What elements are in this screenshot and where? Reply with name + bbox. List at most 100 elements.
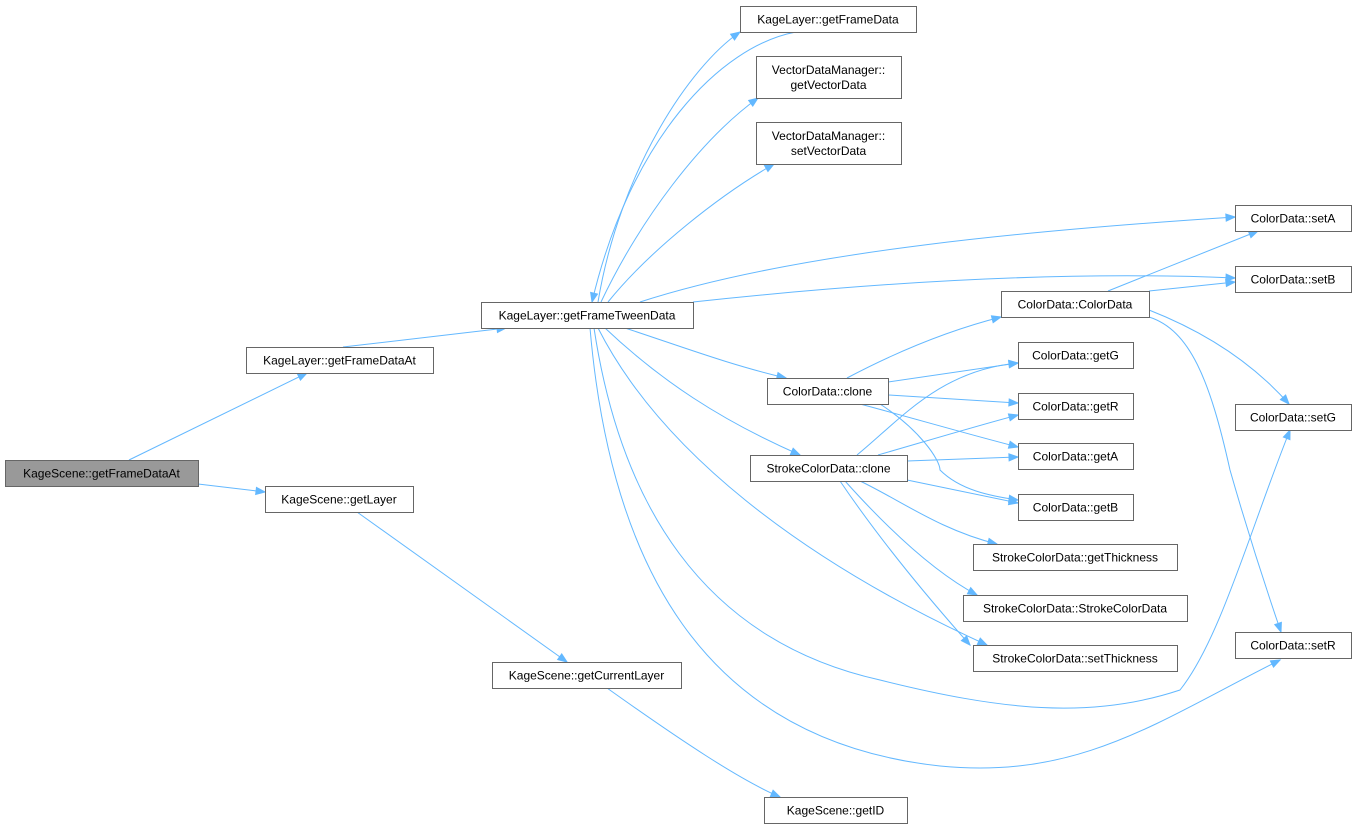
edge-arrowhead: [747, 97, 760, 107]
edge-kage-scene-get-frame-data-at-to-kage-layer-get-frame-data-at: [128, 372, 309, 461]
edge-arrowhead: [1282, 428, 1291, 441]
node-label: VectorDataManager::: [772, 129, 885, 143]
edge-layer: [128, 31, 1291, 798]
edge-arrowhead: [960, 635, 971, 647]
edge-arrowhead: [966, 586, 979, 596]
edge-color-data-color-data-to-color-data-set-r: [1148, 316, 1282, 634]
node-label: KageScene::getCurrentLayer: [509, 669, 664, 683]
edge-arrowhead: [976, 637, 989, 646]
edge-kage-layer-get-frame-tween-data-to-color-data-clone: [624, 327, 788, 380]
edge-stroke-color-data-clone-to-color-data-get-a: [906, 453, 1020, 462]
edge-color-data-clone-to-color-data-get-g: [887, 360, 1020, 383]
edge-line: [839, 480, 971, 646]
edge-stroke-color-data-clone-to-color-data-get-b: [906, 479, 1020, 506]
node-label: VectorDataManager::: [772, 63, 885, 77]
node-box: [1018, 393, 1134, 420]
node-label: ColorData::setR: [1250, 639, 1336, 653]
node-kage-layer-get-frame-data[interactable]: KageLayer::getFrameData: [740, 6, 917, 33]
node-kage-scene-get-layer[interactable]: KageScene::getLayer: [265, 486, 414, 513]
node-color-data-color-data[interactable]: ColorData::ColorData: [1001, 291, 1150, 318]
edge-line: [859, 403, 1019, 448]
node-color-data-set-g[interactable]: ColorData::setG: [1235, 404, 1352, 431]
node-color-data-set-b[interactable]: ColorData::setB: [1235, 266, 1352, 293]
edge-arrowhead: [1273, 621, 1282, 634]
edge-arrowhead: [1007, 496, 1020, 506]
edge-arrowhead: [789, 447, 802, 456]
node-box: [740, 6, 917, 33]
node-vector-data-manager-get-vector-data[interactable]: VectorDataManager::getVectorData: [756, 56, 902, 99]
edge-arrowhead: [590, 291, 599, 304]
node-kage-layer-get-frame-tween-data[interactable]: KageLayer::getFrameTweenData: [481, 302, 694, 329]
node-box: [756, 56, 902, 99]
edge-kage-scene-get-frame-data-at-to-kage-scene-get-layer: [197, 483, 267, 496]
node-kage-scene-get-frame-data-at[interactable]: KageScene::getFrameDataAt: [5, 460, 199, 487]
edge-arrowhead: [769, 789, 782, 798]
node-label: KageLayer::getFrameDataAt: [263, 354, 416, 368]
edge-line: [606, 687, 781, 798]
node-color-data-get-g[interactable]: ColorData::getG: [1018, 342, 1134, 369]
edge-kage-layer-get-frame-tween-data-to-stroke-color-data-clone: [604, 327, 802, 456]
edge-kage-scene-get-layer-to-kage-scene-get-current-layer: [356, 511, 569, 663]
node-label: KageScene::getFrameDataAt: [23, 467, 180, 481]
node-kage-scene-get-id[interactable]: KageScene::getID: [764, 797, 908, 824]
edge-line: [906, 456, 1019, 462]
edge-arrowhead: [729, 31, 742, 41]
edge-stroke-color-data-clone-to-stroke-color-data-set-thickness: [839, 480, 971, 647]
edge-kage-layer-get-frame-data-to-kage-layer-get-frame-tween-data: [590, 31, 797, 304]
edge-arrowhead: [1008, 398, 1020, 407]
node-box: [246, 347, 434, 374]
edge-line: [589, 327, 1281, 769]
node-label: ColorData::clone: [783, 385, 873, 399]
node-label: StrokeColorData::getThickness: [992, 551, 1158, 565]
node-color-data-set-r[interactable]: ColorData::setR: [1235, 632, 1352, 659]
node-vector-data-manager-set-vector-data[interactable]: VectorDataManager::setVectorData: [756, 122, 902, 165]
node-color-data-get-r[interactable]: ColorData::getR: [1018, 393, 1134, 420]
edge-line: [846, 316, 1002, 379]
node-box: [492, 662, 682, 689]
node-label: ColorData::getA: [1033, 450, 1118, 464]
node-box: [1018, 494, 1134, 521]
edge-color-data-clone-to-color-data-get-b: [879, 403, 1020, 503]
edge-line: [1148, 309, 1290, 405]
edge-line: [1107, 230, 1259, 292]
node-kage-layer-get-frame-data-at[interactable]: KageLayer::getFrameDataAt: [246, 347, 434, 374]
node-color-data-get-a[interactable]: ColorData::getA: [1018, 443, 1134, 470]
node-box: [973, 544, 1178, 571]
edge-stroke-color-data-clone-to-color-data-get-r: [877, 413, 1020, 456]
edge-arrowhead: [1225, 213, 1237, 222]
edge-line: [600, 97, 759, 303]
node-kage-scene-get-current-layer[interactable]: KageScene::getCurrentLayer: [492, 662, 682, 689]
node-box: [1235, 632, 1352, 659]
node-stroke-color-data-get-thickness[interactable]: StrokeColorData::getThickness: [973, 544, 1178, 571]
edge-arrowhead: [296, 372, 309, 381]
node-box: [1235, 205, 1352, 232]
edge-line: [624, 327, 787, 379]
edge-arrowhead: [255, 486, 267, 496]
node-stroke-color-data-clone[interactable]: StrokeColorData::clone: [750, 455, 908, 482]
node-label: getVectorData: [790, 78, 866, 92]
node-label: ColorData::setA: [1251, 212, 1336, 226]
edge-line: [356, 511, 568, 663]
edge-line: [692, 275, 1236, 303]
edge-line: [887, 394, 1019, 404]
edge-line: [604, 327, 801, 456]
node-stroke-color-data-set-thickness[interactable]: StrokeColorData::setThickness: [973, 645, 1178, 672]
edge-kage-layer-get-frame-tween-data-to-vector-data-manager-get-vector-data: [600, 97, 760, 303]
edge-arrowhead: [1008, 359, 1020, 369]
node-color-data-set-a[interactable]: ColorData::setA: [1235, 205, 1352, 232]
node-box: [750, 455, 908, 482]
node-color-data-clone[interactable]: ColorData::clone: [767, 378, 889, 405]
edge-line: [593, 327, 1291, 709]
edge-arrowhead: [990, 315, 1003, 324]
node-box: [764, 797, 908, 824]
edge-arrowhead: [1269, 659, 1282, 669]
edge-line: [597, 31, 741, 303]
edge-arrowhead: [1225, 273, 1237, 282]
edge-arrowhead: [1279, 394, 1290, 406]
node-color-data-get-b[interactable]: ColorData::getB: [1018, 494, 1134, 521]
node-box: [973, 645, 1178, 672]
edge-color-data-clone-to-color-data-get-r: [887, 394, 1020, 407]
node-stroke-color-data-stroke-color-data[interactable]: StrokeColorData::StrokeColorData: [963, 595, 1188, 622]
edge-line: [607, 163, 775, 303]
